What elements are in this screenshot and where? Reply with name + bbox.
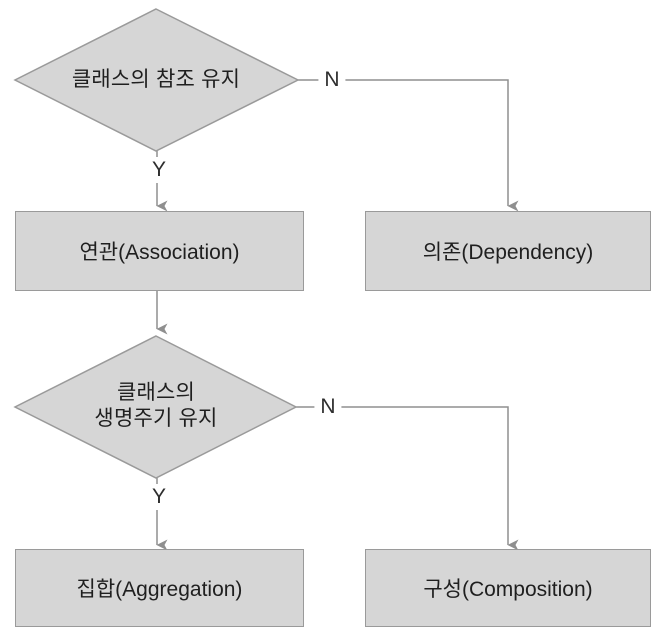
decision1-label: 클래스의 참조 유지: [71, 68, 241, 91]
decision2-label: 클래스의 생명주기 유지: [36, 380, 276, 433]
association-box: 연관(Association): [15, 211, 304, 291]
aggregation-box: 집합(Aggregation): [15, 549, 304, 627]
decision2-diamond: [13, 335, 298, 479]
decision2-label-line2: 생명주기 유지: [94, 407, 218, 431]
connector-decision2-no: [296, 406, 519, 551]
dependency-box: 의존(Dependency): [365, 211, 651, 291]
decision1-yes-label: Y: [145, 157, 173, 183]
decision2-label-line1: 클래스의: [116, 381, 196, 404]
composition-box: 구성(Composition): [365, 549, 651, 627]
decision2-yes-label: Y: [145, 484, 173, 510]
connector-decision1-no: [298, 79, 519, 212]
decision1-no-label: N: [318, 67, 346, 93]
decision1-diamond: [13, 8, 300, 152]
decision2-no-label: N: [314, 394, 342, 420]
